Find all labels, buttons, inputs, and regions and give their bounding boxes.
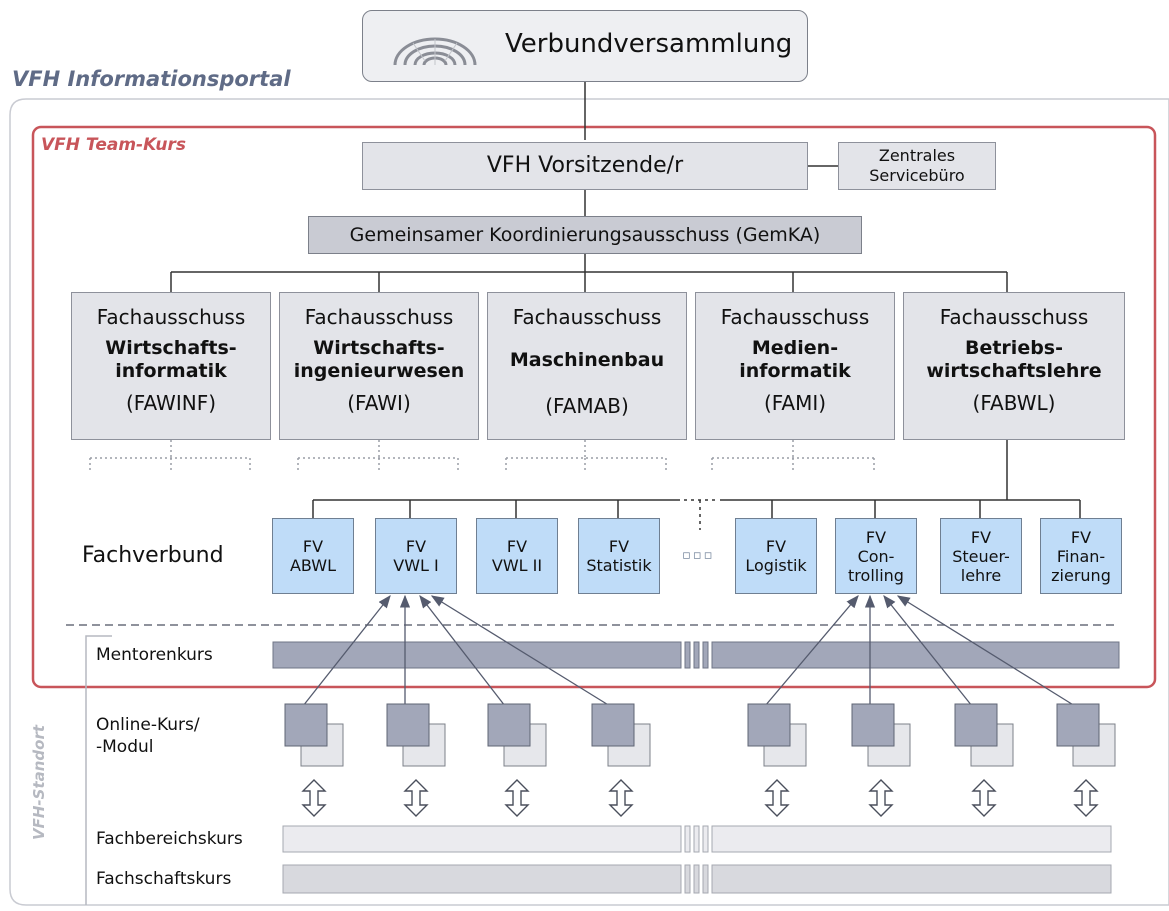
mentor-bar-right: [711, 641, 1120, 669]
fachausschuss-subject: Medien- informatik: [739, 337, 851, 382]
fachausschuss-subject: Wirtschafts- ingenieurwesen: [293, 337, 465, 382]
mentor-bar-left: [272, 641, 682, 669]
team-kurs-title: VFH Team-Kurs: [41, 135, 186, 155]
fachschaft-label: Fachschaftskurs: [96, 869, 232, 889]
fachausschuss-label: Fachausschuss: [939, 305, 1089, 329]
fachausschuss-label: Fachausschuss: [96, 305, 246, 329]
assembly-label: Verbundversammlung: [505, 29, 793, 59]
double-arrow-icon: [301, 779, 327, 817]
fv-statistik: FV Statistik: [578, 518, 660, 594]
fv-vwl-2: FV VWL II: [476, 518, 558, 594]
portal-title: VFH Informationsportal: [12, 67, 291, 91]
fachausschuss-label: Fachausschuss: [720, 305, 870, 329]
fachausschuss-fawi: Fachausschuss Wirtschafts- ingenieurwese…: [279, 292, 479, 440]
online-label: Online-Kurs/ -Modul: [96, 715, 200, 757]
team-kurs-frame: [31, 125, 1157, 689]
online-module-8: [1056, 703, 1100, 747]
fachbereich-label: Fachbereichskurs: [96, 829, 243, 849]
fv-steuerlehre: FV Steuer- lehre: [940, 518, 1022, 594]
fachausschuss-famab: Fachausschuss Maschinenbau (FAMAB): [487, 292, 687, 440]
fachbereich-bar-left: [282, 825, 682, 853]
online-module-7: [954, 703, 998, 747]
online-module-1: [284, 703, 328, 747]
fachschaft-bar-right: [711, 864, 1112, 894]
double-arrow-icon: [403, 779, 429, 817]
fachausschuss-abbr: (FABWL): [972, 391, 1056, 415]
fachbereich-bar-right: [711, 825, 1112, 853]
double-arrow-icon: [608, 779, 634, 817]
fachausschuss-label: Fachausschuss: [512, 305, 662, 329]
online-module-6: [851, 703, 895, 747]
chair-box: VFH Vorsitzende/r: [362, 142, 808, 190]
double-arrow-icon: [971, 779, 997, 817]
service-office-box: Zentrales Servicebüro: [838, 142, 996, 190]
double-arrow-icon: [1073, 779, 1099, 817]
fachschaft-bar-left: [282, 864, 682, 894]
mentor-label: Mentorenkurs: [96, 645, 213, 665]
fachausschuss-abbr: (FAMI): [763, 391, 827, 415]
double-arrow-icon: [504, 779, 530, 817]
assembly-box: Verbundversammlung: [362, 10, 808, 82]
fachausschuss-abbr: (FAWI): [347, 391, 411, 415]
fv-logistik: FV Logistik: [735, 518, 817, 594]
fv-abwl: FV ABWL: [272, 518, 354, 594]
double-arrow-icon: [764, 779, 790, 817]
online-module-4: [591, 703, 635, 747]
online-module-2: [386, 703, 430, 747]
fachausschuss-fami: Fachausschuss Medien- informatik (FAMI): [695, 292, 895, 440]
fachausschuss-fabwl: Fachausschuss Betriebs- wirtschaftslehre…: [903, 292, 1125, 440]
fachverbund-label: Fachverbund: [82, 543, 224, 568]
online-module-3: [487, 703, 531, 747]
committee-box: Gemeinsamer Koordinierungsausschuss (Gem…: [308, 216, 862, 254]
fv-controlling: FV Con- trolling: [835, 518, 917, 594]
double-arrow-icon: [868, 779, 894, 817]
fv-vwl-1: FV VWL I: [375, 518, 457, 594]
fachausschuss-abbr: (FAMAB): [545, 394, 629, 418]
fachausschuss-label: Fachausschuss: [304, 305, 454, 329]
fachausschuss-abbr: (FAWINF): [126, 391, 216, 415]
online-module-5: [747, 703, 791, 747]
fv-finanzierung: FV Finan- zierung: [1040, 518, 1122, 594]
fachausschuss-subject: Maschinenbau: [509, 349, 665, 371]
parliament-icon: [393, 37, 477, 66]
standort-label: VFH-Standort: [30, 724, 48, 840]
fachausschuss-fawinf: Fachausschuss Wirtschafts- informatik (F…: [71, 292, 271, 440]
fachausschuss-subject: Wirtschafts- informatik: [105, 337, 237, 382]
fachausschuss-subject: Betriebs- wirtschaftslehre: [926, 337, 1102, 382]
ellipsis-glyph: ▫▫▫: [682, 548, 715, 563]
